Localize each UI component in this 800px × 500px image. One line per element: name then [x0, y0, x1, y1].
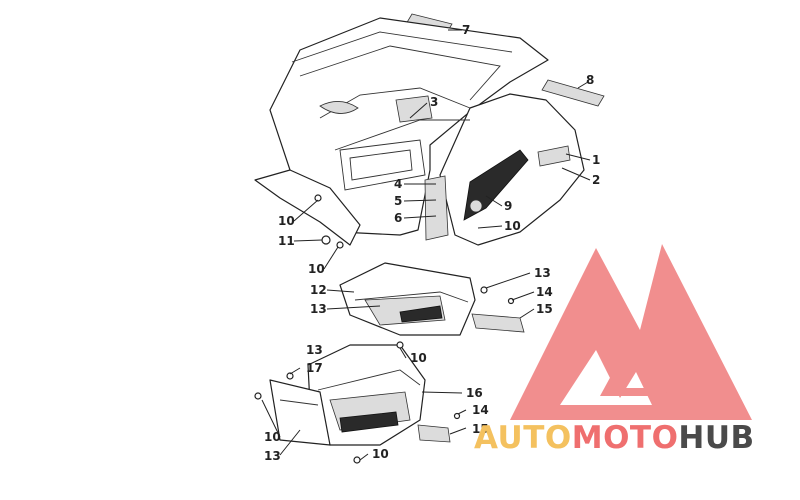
callout-1: 1 — [592, 153, 600, 167]
callout-7: 7 — [462, 23, 470, 37]
rivet-10 — [314, 194, 322, 202]
watermark-logo — [510, 244, 752, 420]
callout-3: 3 — [430, 95, 438, 109]
callout-16: 16 — [466, 386, 483, 400]
callout-6: 6 — [394, 211, 402, 225]
washer-11 — [321, 235, 331, 245]
callout-12: 12 — [310, 283, 327, 297]
callout-5: 5 — [394, 194, 402, 208]
callout-10: 10 — [504, 219, 521, 233]
callout-10: 10 — [308, 262, 325, 276]
screw-14 — [453, 412, 461, 420]
callout-14: 14 — [536, 285, 553, 299]
callout-10: 10 — [264, 430, 281, 444]
screw-13 — [286, 372, 294, 380]
watermark-hub: HUB — [678, 420, 754, 456]
callout-11: 11 — [278, 234, 295, 248]
rear-fender-assembly — [254, 17, 585, 246]
callout-15: 15 — [536, 302, 553, 316]
watermark-text: AUTOMOTOHUB — [474, 420, 755, 456]
callout-9: 9 — [504, 199, 512, 213]
callout-13: 13 — [264, 449, 281, 463]
rivet-10 — [254, 392, 262, 400]
watermark-triangle — [510, 244, 752, 420]
screw-13 — [480, 286, 488, 294]
callout-10: 10 — [410, 351, 427, 365]
decal-8 — [541, 79, 605, 107]
callout-4: 4 — [394, 177, 402, 191]
watermark-inner-mark — [600, 330, 668, 396]
callout-10: 10 — [278, 214, 295, 228]
rivet-10 — [336, 241, 344, 249]
callout-10: 10 — [372, 447, 389, 461]
rivet-10 — [353, 456, 361, 464]
footrest-15-lower — [417, 424, 451, 443]
footwell-panel-12 — [339, 262, 476, 336]
footwell-panel-16 — [269, 344, 426, 446]
callout-2: 2 — [592, 173, 600, 187]
callout-13: 13 — [306, 343, 323, 357]
callout-17: 17 — [306, 361, 323, 375]
watermark-moto: MOTO — [572, 420, 679, 456]
callout-13: 13 — [534, 266, 551, 280]
callout-labels: 7 8 3 1 2 4 5 6 9 10 10 11 10 12 13 13 1… — [264, 23, 600, 463]
callout-14: 14 — [472, 403, 489, 417]
callout-15: 15 — [472, 422, 489, 436]
callout-8: 8 — [586, 73, 594, 87]
footrest-15-upper — [471, 313, 525, 333]
callout-13: 13 — [310, 302, 327, 316]
rivet-10 — [396, 341, 404, 349]
watermark-auto: AUTO — [474, 420, 572, 456]
leader-lines — [261, 29, 591, 461]
